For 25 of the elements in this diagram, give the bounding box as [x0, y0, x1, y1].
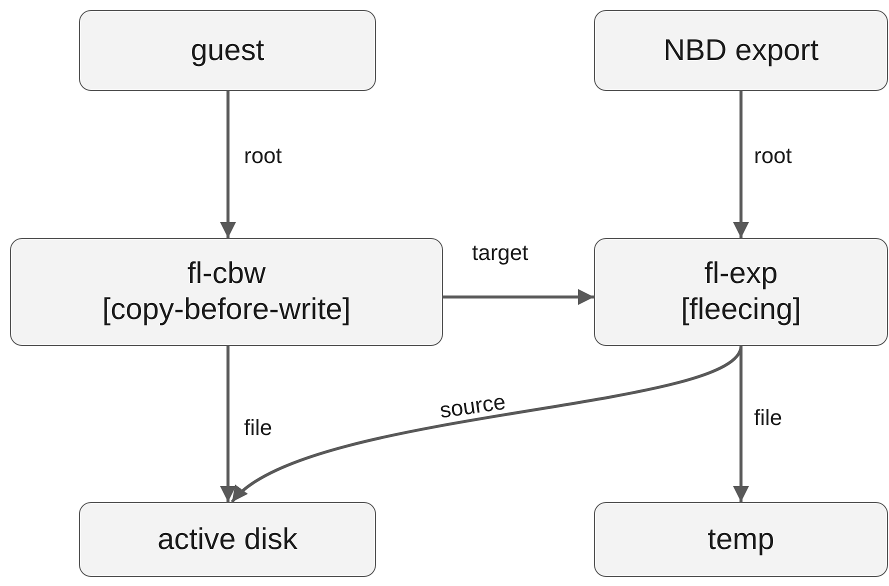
arrow: [220, 346, 236, 502]
edge-label: target: [472, 240, 528, 266]
node-label: [copy-before-write]: [102, 292, 351, 328]
node-label: guest: [190, 32, 264, 68]
node-label: active disk: [157, 522, 298, 558]
process-box: [594, 502, 888, 577]
edge-label: root: [754, 143, 792, 169]
edge-label: source: [438, 388, 508, 424]
process-box: [79, 10, 376, 91]
node-label: [fleecing]: [680, 292, 802, 328]
node-label: NBD export: [663, 32, 819, 68]
arrow: [220, 91, 236, 238]
node-label: fl-exp: [704, 256, 778, 292]
arrow: [733, 346, 749, 502]
process-box: [79, 502, 376, 577]
node-label: fl-cbw: [187, 256, 266, 292]
edge-label: root: [244, 143, 282, 169]
process-box: [594, 10, 888, 91]
process-box: [594, 238, 888, 346]
arrow: [443, 289, 594, 305]
edge-label: file: [754, 405, 782, 431]
node-label: temp: [708, 522, 774, 558]
process-box: [10, 238, 443, 346]
edge-label: file: [244, 415, 272, 441]
arrow: [733, 91, 749, 238]
